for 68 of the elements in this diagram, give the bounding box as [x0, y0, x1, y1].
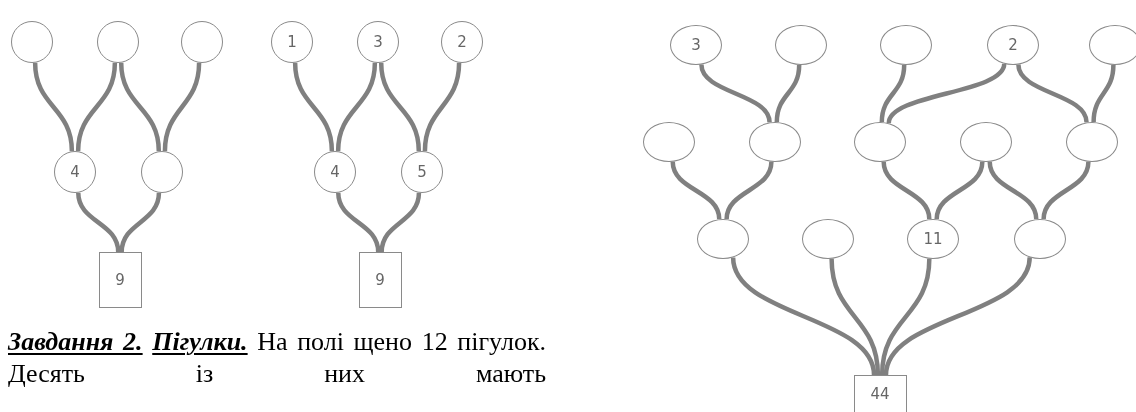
connector-line [336, 192, 381, 253]
connector-line [119, 192, 162, 253]
ellipse-node [643, 122, 695, 162]
node-number: 2 [457, 34, 467, 50]
node-number: 1 [287, 34, 297, 50]
node-number: 9 [375, 272, 385, 288]
node-number: 3 [691, 37, 701, 53]
connector-line [934, 161, 985, 220]
ellipse-node [907, 219, 959, 259]
connector-line [724, 161, 774, 220]
connector-line [774, 64, 802, 123]
circle-node [97, 21, 139, 63]
number-box [853, 375, 907, 412]
circle-node [401, 151, 443, 193]
ellipse-node [697, 219, 749, 259]
circle-node [271, 21, 313, 63]
circle-node [141, 151, 183, 193]
circle-node [181, 21, 223, 63]
connector-line [879, 64, 907, 123]
connector-line [670, 161, 722, 220]
circle-node [357, 21, 399, 63]
connector-line [1091, 64, 1116, 123]
ellipse-node [1014, 219, 1066, 259]
connector-line [1041, 161, 1091, 220]
connector-line [699, 64, 772, 123]
connector-line [881, 161, 932, 220]
number-box [98, 252, 142, 308]
node-number: 4 [70, 164, 80, 180]
connector-line [730, 256, 877, 376]
connector-line [378, 62, 422, 152]
node-number: 11 [923, 231, 943, 247]
node-number: 3 [373, 34, 383, 50]
node-number: 5 [417, 164, 427, 180]
connector-line [292, 62, 335, 152]
ellipse-node [1066, 122, 1118, 162]
ellipse-node [854, 122, 906, 162]
ellipse-node [1089, 25, 1136, 65]
connector-line [379, 192, 422, 253]
connector-line [75, 62, 118, 152]
ellipse-node [987, 25, 1039, 65]
connector-line [422, 62, 462, 152]
ellipse-node [775, 25, 827, 65]
node-number: 44 [870, 386, 890, 402]
ellipse-node [880, 25, 932, 65]
ellipse-node [749, 122, 801, 162]
number-box [358, 252, 402, 308]
circle-node [11, 21, 53, 63]
ellipse-node [802, 219, 854, 259]
connector-line [886, 63, 1007, 124]
ellipse-node [670, 25, 722, 65]
node-number: 9 [115, 272, 125, 288]
connector-line [335, 62, 378, 152]
task-paragraph: Завдання 2. Пігулки. На полі щено 12 пігулок. Десять із них мають [8, 326, 546, 390]
ellipse-node [960, 122, 1012, 162]
connector-line [32, 62, 75, 152]
connector-line [76, 192, 121, 253]
connector-line [1016, 64, 1089, 123]
connector-line [118, 62, 162, 152]
connector-line [829, 258, 881, 376]
node-number: 2 [1008, 37, 1018, 53]
node-number: 4 [330, 164, 340, 180]
connector-line [879, 258, 932, 376]
connector-line [883, 256, 1032, 376]
connector-line [987, 161, 1039, 220]
connector-line [162, 62, 202, 152]
circle-node [54, 151, 96, 193]
circle-node [441, 21, 483, 63]
circle-node [314, 151, 356, 193]
